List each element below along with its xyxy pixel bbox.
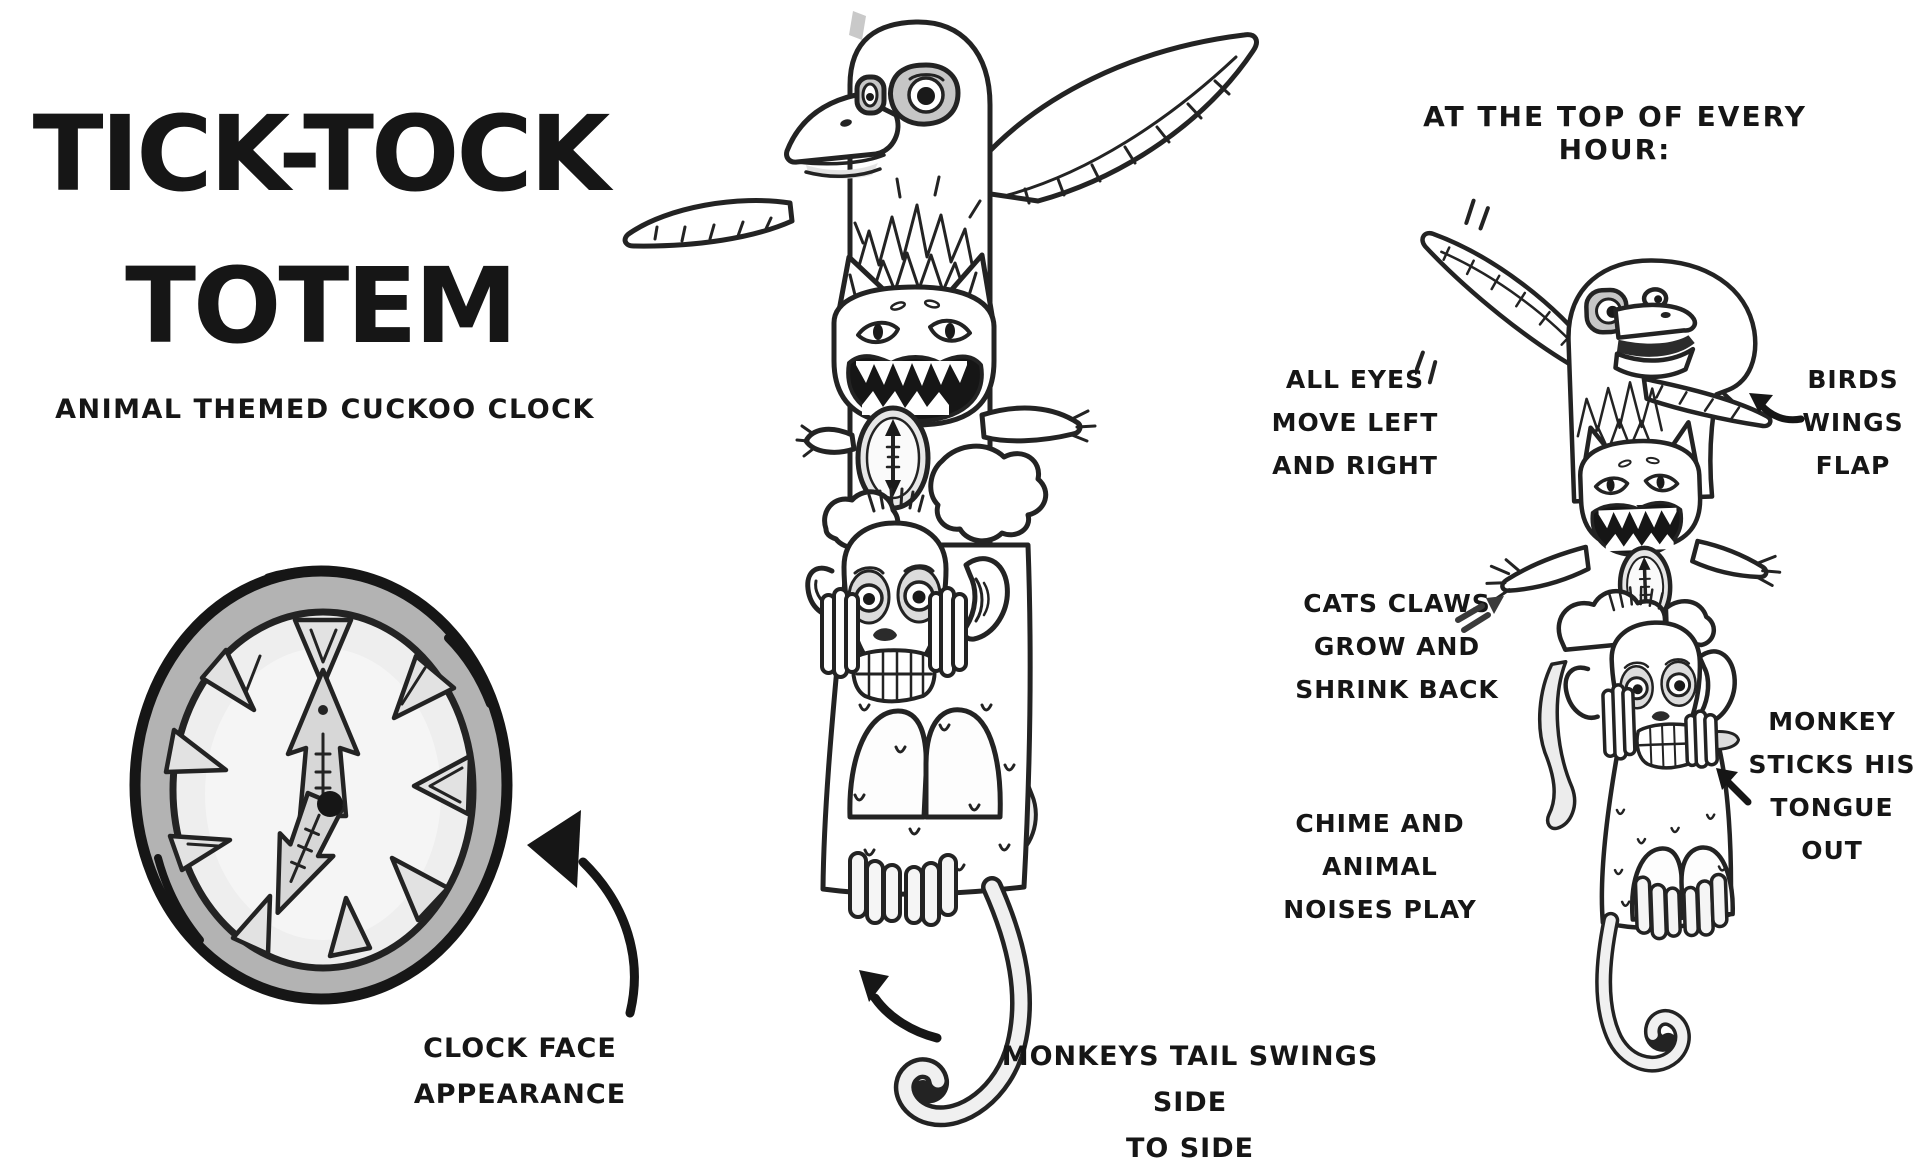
annotation-line: CHIME AND ANIMAL — [1295, 809, 1465, 881]
totem-animated-illustration — [1415, 198, 1782, 1073]
pendulum-icon — [855, 405, 931, 511]
totem-caption-line-1: MONKEYS TAIL SWINGS SIDE — [1001, 1041, 1379, 1118]
tongue-arrow-icon — [1716, 768, 1752, 806]
clock-hour-markers — [163, 617, 473, 959]
forehead-spikes — [867, 487, 925, 513]
annotation-bird-wings: BIRDS WINGS FLAP — [1790, 358, 1916, 487]
totem-caption-line-2: TO SIDE — [1125, 1133, 1255, 1164]
monkey-tail — [1595, 911, 1691, 1073]
monkey-feet — [848, 851, 958, 927]
clock-center-dot — [317, 791, 343, 817]
monkey-hair-lock — [1537, 659, 1577, 831]
hour-panel-heading: AT THE TOP OF EVERY HOUR: — [1423, 100, 1807, 166]
bird-left-wing — [622, 198, 795, 249]
annotation-line: CATS CLAWS — [1303, 589, 1491, 618]
wings-arrow-icon — [1749, 393, 1805, 424]
bird-eyes — [854, 62, 961, 127]
cat-paws — [795, 405, 1097, 458]
monkey-right-pouf — [928, 443, 1049, 544]
cat-face — [1578, 420, 1703, 557]
monkey-hands — [820, 586, 968, 679]
totem-illustration — [622, 11, 1259, 1128]
annotation-cat-claws: CATS CLAWS GROW AND SHRINK BACK — [1282, 582, 1512, 711]
cat-claws-extended — [1485, 538, 1782, 601]
annotation-monkey-tongue: MONKEY STICKS HIS TONGUE OUT — [1747, 700, 1917, 872]
monkey-hands — [1601, 683, 1719, 769]
hanger-mark — [849, 11, 866, 40]
annotation-line: MONKEY — [1768, 707, 1896, 736]
annotation-line: AND RIGHT — [1272, 451, 1438, 480]
monkey-tail — [893, 876, 1033, 1128]
bird-right-wing — [981, 32, 1259, 205]
page-subtitle: ANIMAL THEMED CUCKOO CLOCK — [55, 394, 595, 425]
claws-arrow-icon — [1455, 596, 1504, 633]
bird-beak-open — [1613, 302, 1773, 429]
monkey-left-ear — [1563, 665, 1600, 720]
clock-marker-details — [186, 628, 464, 848]
annotation-line: NOISES PLAY — [1283, 895, 1477, 924]
annotation-line: BIRDS — [1807, 365, 1899, 394]
mane-spikes — [1576, 381, 1663, 455]
tail-arrow-icon — [859, 970, 942, 1043]
fur-marks — [853, 663, 1016, 872]
title-line-2: TOTEM — [125, 245, 518, 367]
clock-arrow-icon — [527, 810, 639, 1018]
annotation-all-eyes: ALL EYES MOVE LEFT AND RIGHT — [1255, 358, 1455, 487]
annotation-line: OUT — [1801, 836, 1863, 865]
annotation-line: GROW AND — [1313, 632, 1481, 661]
annotation-line: STICKS HIS — [1748, 750, 1916, 779]
title-line-1: TICK-TOCK — [32, 93, 611, 215]
annotation-line: MOVE LEFT — [1271, 408, 1439, 437]
totem-caption: MONKEYS TAIL SWINGS SIDE TO SIDE — [1000, 1034, 1380, 1167]
annotation-line: SHRINK BACK — [1295, 675, 1499, 704]
clock-face-illustration — [129, 565, 513, 1005]
page-title: TICK-TOCK TOTEM — [30, 78, 611, 382]
monkey-tongue-out — [1537, 585, 1741, 1073]
monkey-feet — [1633, 872, 1729, 941]
annotation-line: ALL EYES — [1285, 365, 1425, 394]
annotation-line: WINGS — [1802, 408, 1904, 437]
clock-caption: CLOCK FACE APPEARANCE — [413, 1033, 627, 1110]
forehead-spikes — [1608, 585, 1664, 612]
monkey-face — [841, 520, 949, 704]
monkey — [805, 443, 1049, 1128]
annotation-line: TONGUE — [1770, 793, 1894, 822]
annotation-line: FLAP — [1815, 451, 1891, 480]
annotation-chime: CHIME AND ANIMAL NOISES PLAY — [1245, 802, 1515, 931]
